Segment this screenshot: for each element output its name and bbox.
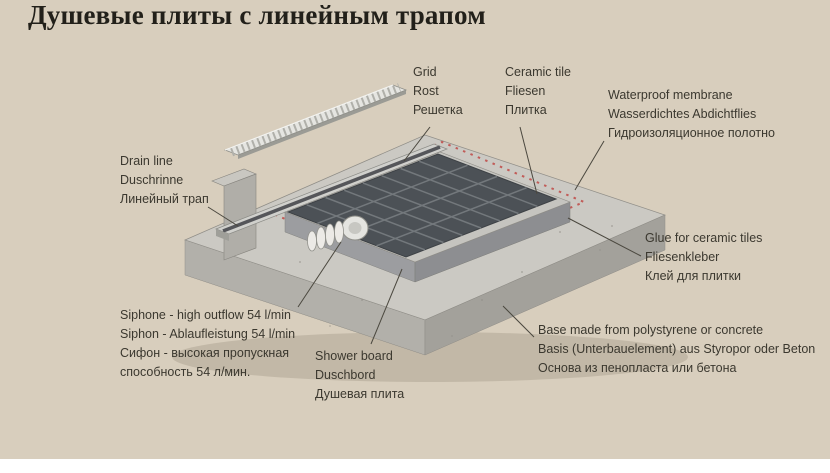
label-line: Fliesenkleber <box>645 250 720 264</box>
bottom-white-bar <box>0 459 830 473</box>
label-line: Клей для плитки <box>645 269 742 283</box>
label-line: Grid <box>413 65 437 79</box>
label-line: Basis (Unterbauelement) aus Styropor ode… <box>538 342 816 356</box>
label-line: Drain line <box>120 154 173 168</box>
label-shower-board: Shower board Duschbord Душевая плита <box>315 347 404 404</box>
label-line: Base made from polystyrene or concrete <box>538 323 764 337</box>
label-line: способность 54 л/мин. <box>120 365 251 379</box>
label-line: Гидроизоляционное полотно <box>608 126 775 140</box>
label-line: Glue for ceramic tiles <box>645 231 763 245</box>
label-line: Линейный трап <box>120 192 209 206</box>
label-line: Сифон - высокая пропускная <box>120 346 290 360</box>
drain-channel <box>215 143 448 241</box>
label-line: Siphon - Ablaufleistung 54 l/min <box>120 327 296 341</box>
label-line: Основа из пенопласта или бетона <box>538 361 737 375</box>
label-line: Ceramic tile <box>505 65 571 79</box>
label-glue: Glue for ceramic tiles Fliesenkleber Кле… <box>645 229 762 286</box>
label-line: Siphone - high outflow 54 l/min <box>120 308 291 322</box>
label-waterproof-membrane: Waterproof membrane Wasserdichtes Abdich… <box>608 86 775 143</box>
label-line: Fliesen <box>505 84 546 98</box>
label-line: Rost <box>413 84 439 98</box>
label-base: Base made from polystyrene or concrete B… <box>538 321 815 378</box>
label-line: Duschrinne <box>120 173 184 187</box>
label-line: Duschbord <box>315 368 376 382</box>
label-grid: Grid Rost Решетка <box>413 63 463 120</box>
label-siphon: Siphone - high outflow 54 l/min Siphon -… <box>120 306 295 382</box>
label-line: Душевая плита <box>315 387 405 401</box>
leader-lines <box>207 126 642 345</box>
label-line: Решетка <box>413 103 463 117</box>
label-line: Плитка <box>505 103 547 117</box>
page-title: Душевые плиты с линейным трапом <box>28 0 486 30</box>
label-ceramic-tile: Ceramic tile Fliesen Плитка <box>505 63 571 120</box>
label-line: Wasserdichtes Abdichtflies <box>608 107 757 121</box>
label-drain-line: Drain line Duschrinne Линейный трап <box>120 152 209 209</box>
label-line: Waterproof membrane <box>608 88 733 102</box>
label-line: Shower board <box>315 349 393 363</box>
drain-grate <box>223 83 408 159</box>
siphon-pipe <box>307 215 369 252</box>
ground-shadow <box>172 332 688 382</box>
